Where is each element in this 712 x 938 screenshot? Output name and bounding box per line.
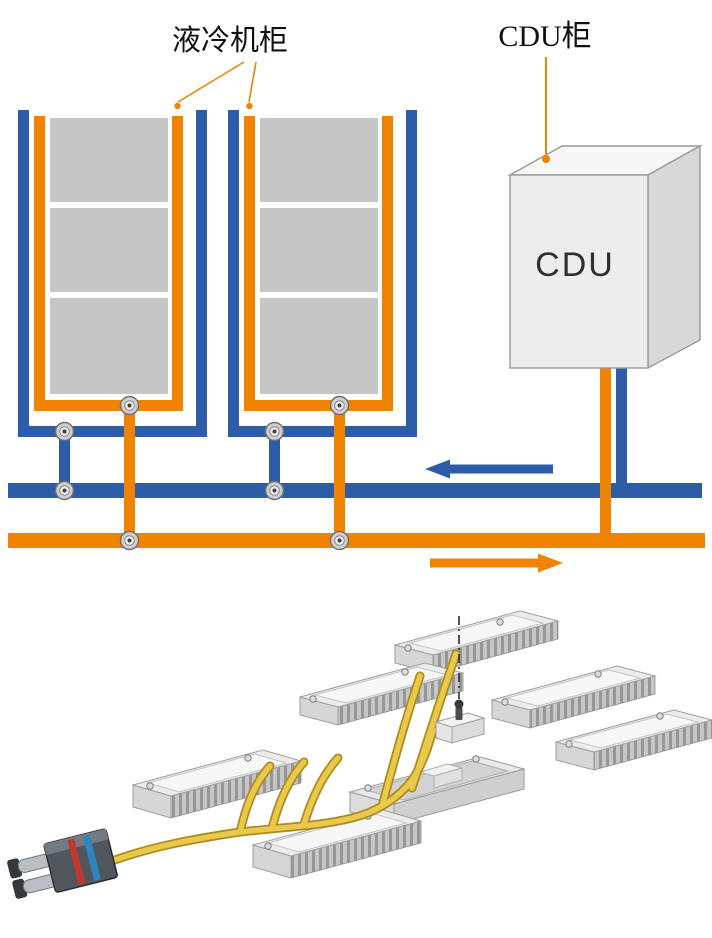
cdu-box-label: CDU (535, 246, 615, 284)
blade-coolant-connector (7, 828, 118, 899)
server-shelf (260, 118, 378, 202)
cabinet-label-leaders (174, 61, 257, 110)
supply-main-pipe (8, 533, 705, 548)
red-stripe (67, 838, 86, 885)
quick-connector (119, 395, 140, 416)
server-shelf (50, 118, 168, 202)
cooling-cabinet-1 (18, 110, 207, 548)
cooling-cabinet-2 (228, 110, 417, 548)
cdu-cabinet-label: CDU柜 (498, 20, 591, 53)
server-shelf (50, 208, 168, 292)
quick-connector (264, 480, 285, 501)
quick-connector (264, 421, 285, 442)
quick-connectors (54, 395, 350, 551)
fastener-screw (454, 699, 464, 720)
server-shelf (260, 298, 378, 394)
supply-flow-right-arrow-icon (430, 553, 563, 573)
return-flow-left-arrow-icon (425, 459, 553, 479)
blue-stripe (82, 834, 101, 882)
server-shelf (50, 298, 168, 394)
coolant-tubes (99, 649, 461, 869)
coldplate-module (393, 610, 560, 674)
quick-connector (54, 480, 75, 501)
cdu-label-leader (542, 57, 550, 163)
coldplate-module (131, 749, 303, 819)
coldplate-assembly (7, 610, 712, 899)
server-shelf (260, 208, 378, 292)
coldplate-module (554, 709, 712, 771)
piping-schematic: CDU (8, 20, 705, 573)
return-main-pipe (8, 483, 702, 498)
cdu-unit: CDU (507, 144, 703, 548)
quick-connector (329, 395, 350, 416)
quick-connector (119, 530, 140, 551)
quick-connector (54, 421, 75, 442)
quick-connector (329, 530, 350, 551)
coldplate-module (490, 665, 657, 729)
standoff-screws (146, 618, 664, 850)
cooling-cabinet-label: 液冷机柜 (172, 24, 288, 57)
